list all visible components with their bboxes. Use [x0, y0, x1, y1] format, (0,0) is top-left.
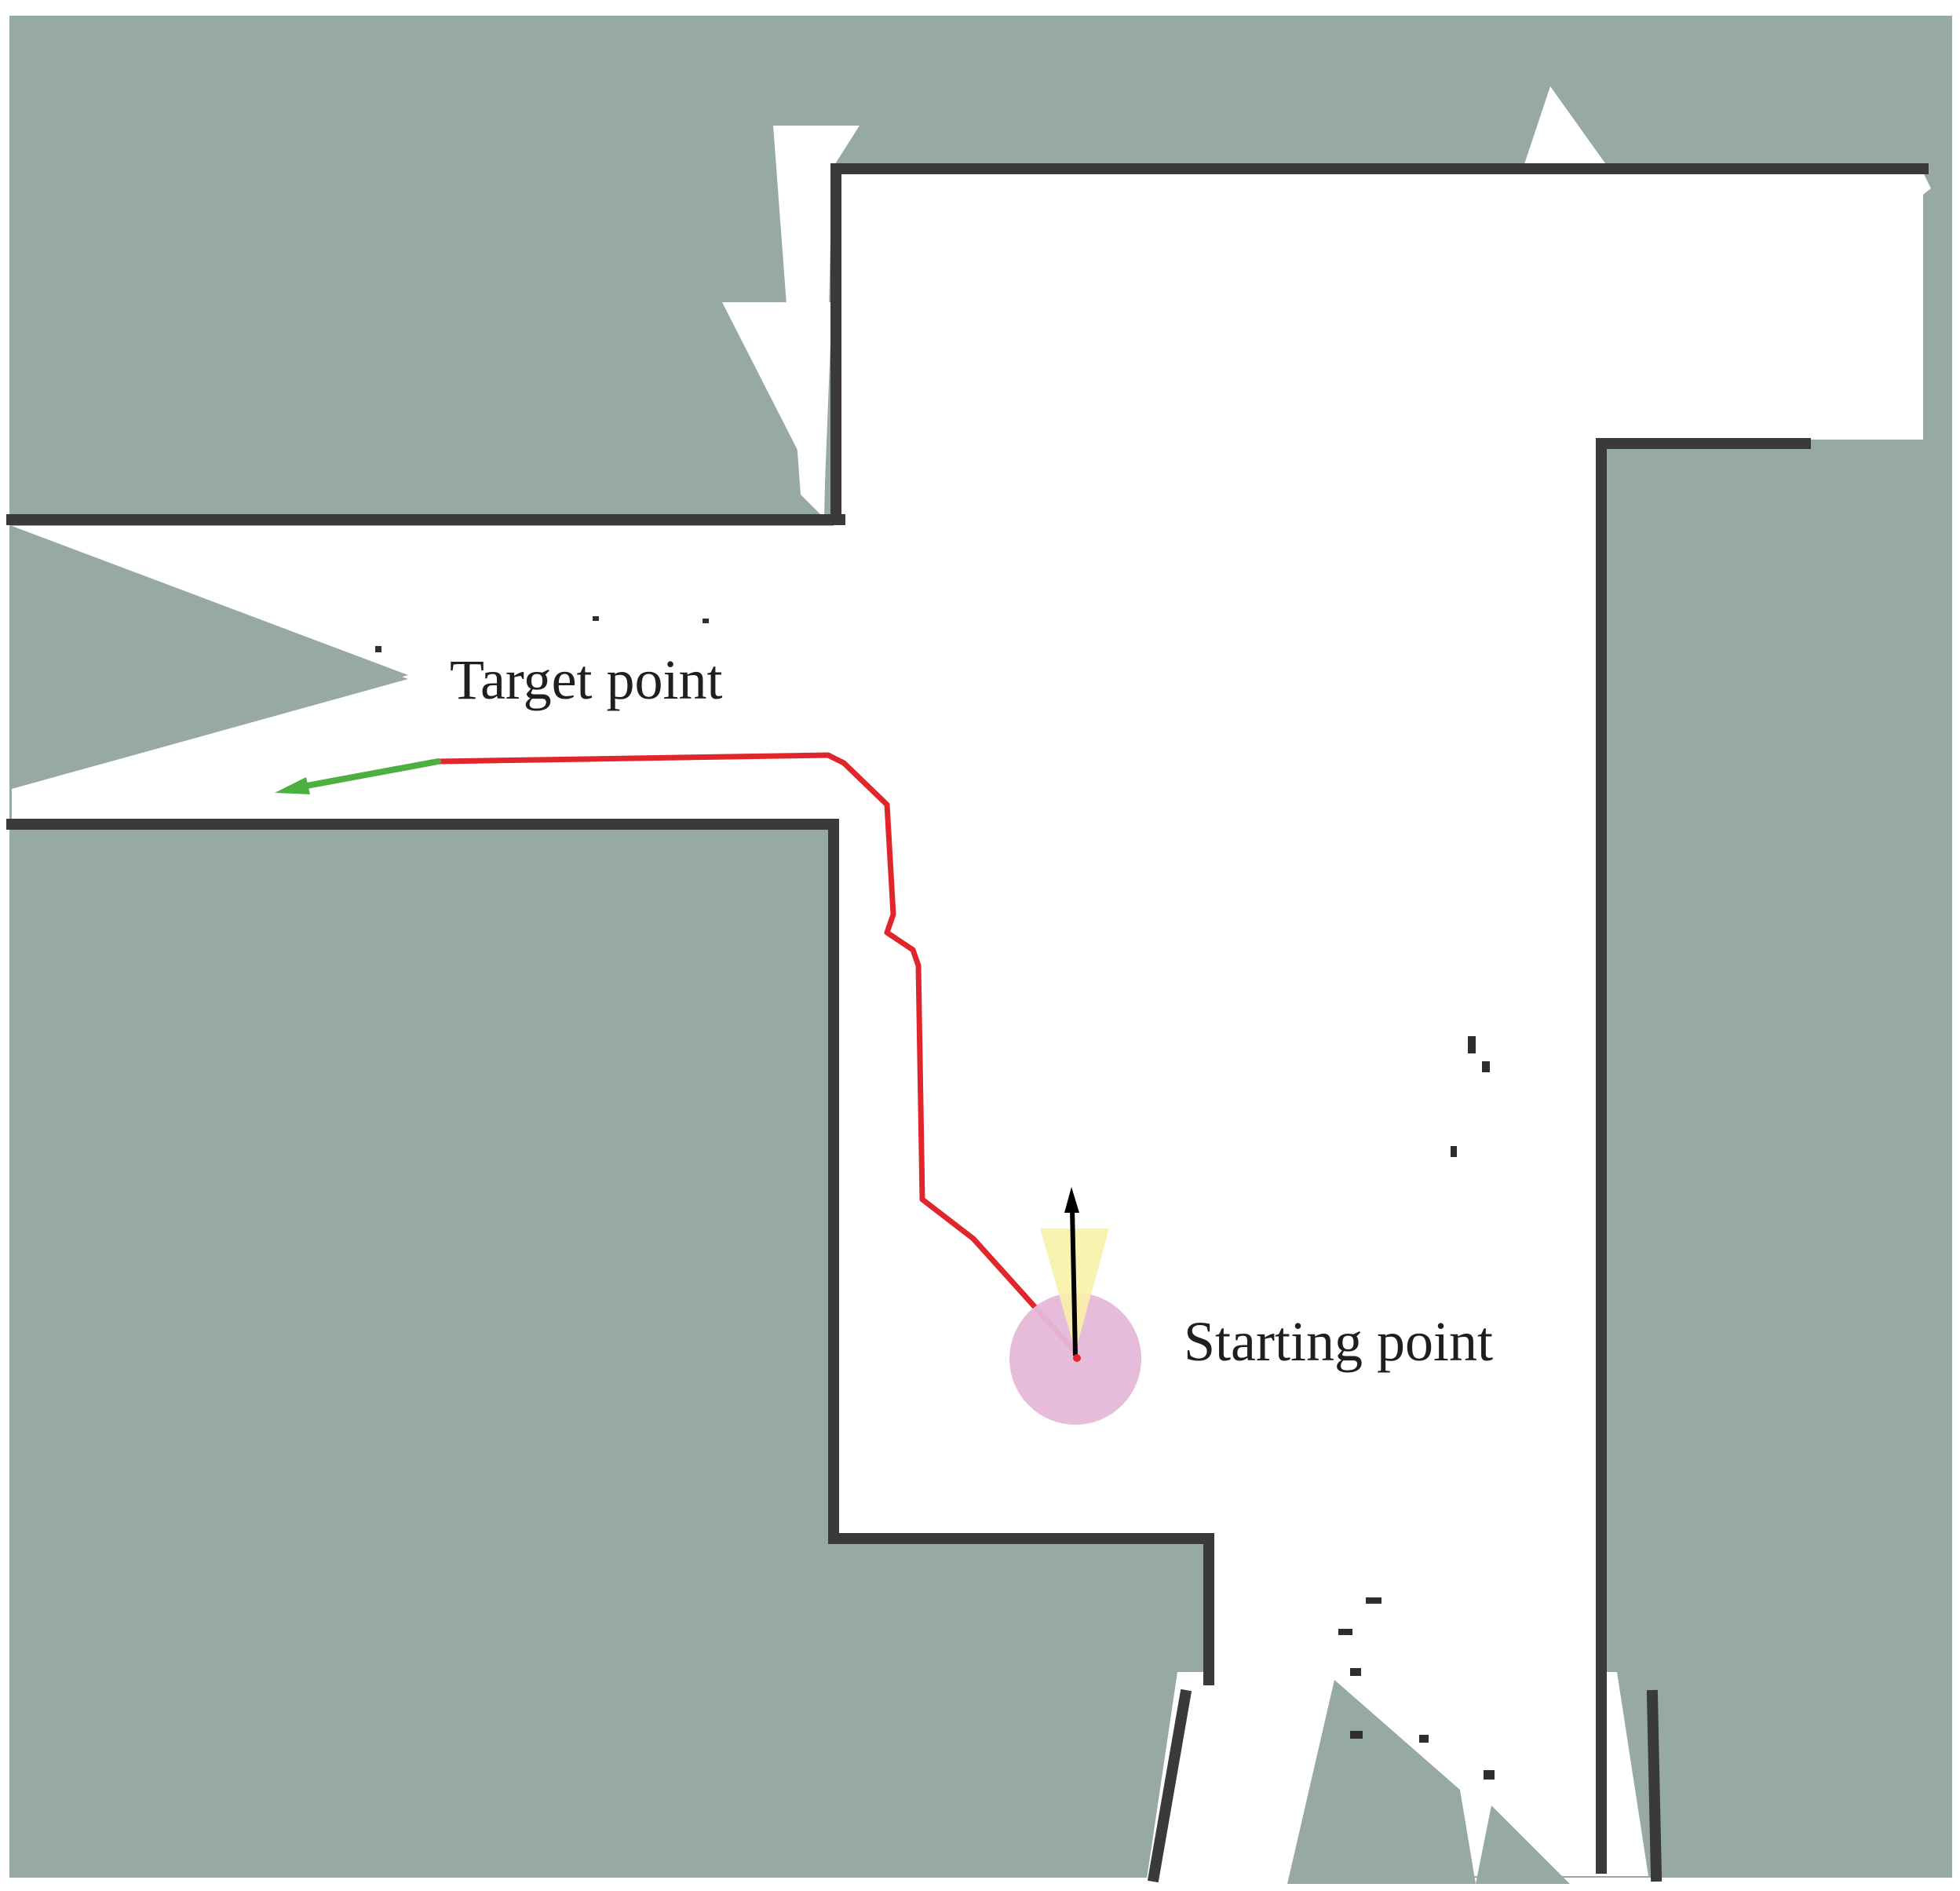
free-space-corridor [12, 526, 840, 824]
free-space-main-room [832, 173, 1923, 1876]
free-space-right-wedge [1656, 173, 1931, 392]
goal-arrow [275, 758, 441, 794]
robot-heading-shaft [1070, 1208, 1078, 1356]
obstacle-blips [375, 616, 1495, 1780]
unknown-bottom-wedge-left [1287, 1680, 1476, 1884]
obstacle-blip [1350, 1668, 1361, 1676]
obstacle-blip [1366, 1597, 1381, 1604]
robot [1009, 1187, 1141, 1425]
obstacle-blip [703, 619, 709, 623]
free-space-bottom-left-exit [1146, 1672, 1334, 1884]
planned-path [436, 752, 1080, 1361]
obstacle-blip [1451, 1146, 1457, 1157]
unknown-bottom-wedge-right [1476, 1805, 1570, 1884]
obstacle-blip [1419, 1735, 1429, 1743]
obstacle-blip [375, 646, 381, 652]
unknown-corridor-wedge [12, 538, 408, 789]
obstacle-blip [1482, 1061, 1490, 1072]
wall-corridor-bottom [6, 819, 1214, 1685]
walls [6, 163, 1929, 1883]
free-space-top-right-beam [1523, 86, 1609, 169]
free-space-right-pocket [1664, 392, 1837, 428]
obstacle-blip [593, 616, 599, 621]
starting-point-label: Starting point [1184, 1310, 1493, 1373]
obstacle-blip [1484, 1770, 1495, 1780]
target-point-label: Target point [450, 648, 723, 711]
obstacle-blip [1468, 1036, 1476, 1053]
wall-bottom-right-post [1646, 1689, 1663, 1882]
wall-top [830, 163, 1929, 524]
robot-heading-head [1064, 1187, 1079, 1213]
robot-center [1073, 1354, 1081, 1362]
free-space-left-fan [722, 302, 832, 502]
obstacle-blip [1338, 1629, 1352, 1635]
wall-bottom-left-post [1147, 1688, 1192, 1883]
goal-arrow-shaft [295, 758, 441, 790]
goal-arrow-head [275, 777, 310, 794]
obstacle-blip [1350, 1731, 1363, 1739]
